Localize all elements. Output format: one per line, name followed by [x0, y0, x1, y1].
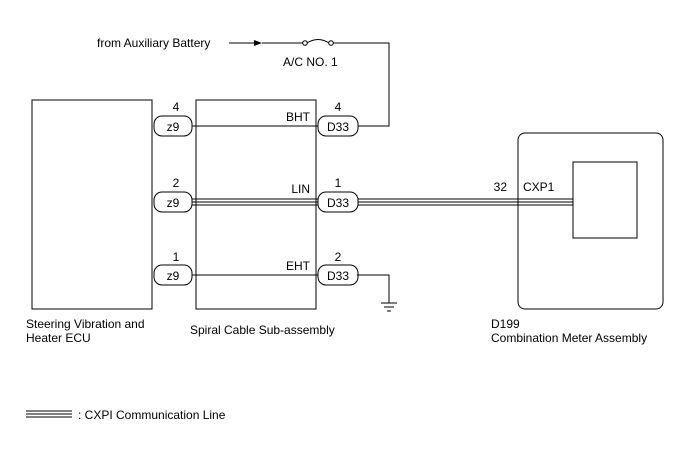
row-bht: z9 4 BHT D33 4 — [153, 100, 359, 137]
eht-left-connector — [153, 264, 193, 286]
spiral-label: Spiral Cable Sub-assembly — [190, 323, 335, 337]
eht-left-connector-label: z9 — [167, 269, 180, 283]
meter-connector-label: CXP1 — [523, 180, 555, 194]
fuse-terminal-left — [302, 40, 308, 46]
meter-inner-box — [572, 161, 638, 239]
row-eht: z9 1 EHT D33 2 — [153, 250, 397, 312]
power-source: from Auxiliary Battery A/C NO. 1 — [97, 36, 390, 127]
eht-right-connector-label: D33 — [327, 269, 349, 283]
lin-right-pin: 1 — [335, 176, 342, 190]
lin-signal: LIN — [291, 182, 310, 196]
lin-right-connector-label: D33 — [327, 196, 349, 210]
bht-left-pin: 4 — [173, 100, 180, 114]
bht-right-connector — [317, 115, 359, 137]
lin-left-pin: 2 — [173, 176, 180, 190]
eht-left-pin: 1 — [173, 250, 180, 264]
lin-left-connector — [153, 191, 193, 213]
eht-signal: EHT — [286, 259, 311, 273]
legend: : CXPI Communication Line — [26, 408, 226, 422]
ecu-label-line2: Heater ECU — [26, 331, 91, 345]
ecu-label-line1: Steering Vibration and — [26, 317, 145, 331]
fuse-icon — [306, 39, 330, 44]
lin-right-connector — [317, 191, 359, 213]
meter-label: Combination Meter Assembly — [491, 331, 647, 345]
ground-icon — [381, 302, 397, 312]
meter-code-label: D199 — [491, 317, 520, 331]
source-arrow-icon — [254, 40, 262, 46]
bht-signal: BHT — [286, 110, 311, 124]
meter-pin: 32 — [494, 180, 508, 194]
legend-label: : CXPI Communication Line — [78, 408, 226, 422]
bht-left-connector — [153, 115, 193, 137]
eht-right-pin: 2 — [335, 250, 342, 264]
bht-right-connector-label: D33 — [327, 120, 349, 134]
fuse-label: A/C NO. 1 — [283, 55, 338, 69]
fuse-out-wire — [333, 42, 390, 127]
row-lin: z9 2 LIN D33 1 32 CXP1 — [153, 176, 573, 213]
lin-left-connector-label: z9 — [167, 196, 180, 210]
bht-left-connector-label: z9 — [167, 120, 180, 134]
source-label: from Auxiliary Battery — [97, 36, 210, 50]
bht-right-pin: 4 — [335, 100, 342, 114]
fuse-terminal-right — [328, 40, 334, 46]
steering-ecu-box — [31, 99, 153, 310]
ground-wire — [357, 274, 390, 303]
